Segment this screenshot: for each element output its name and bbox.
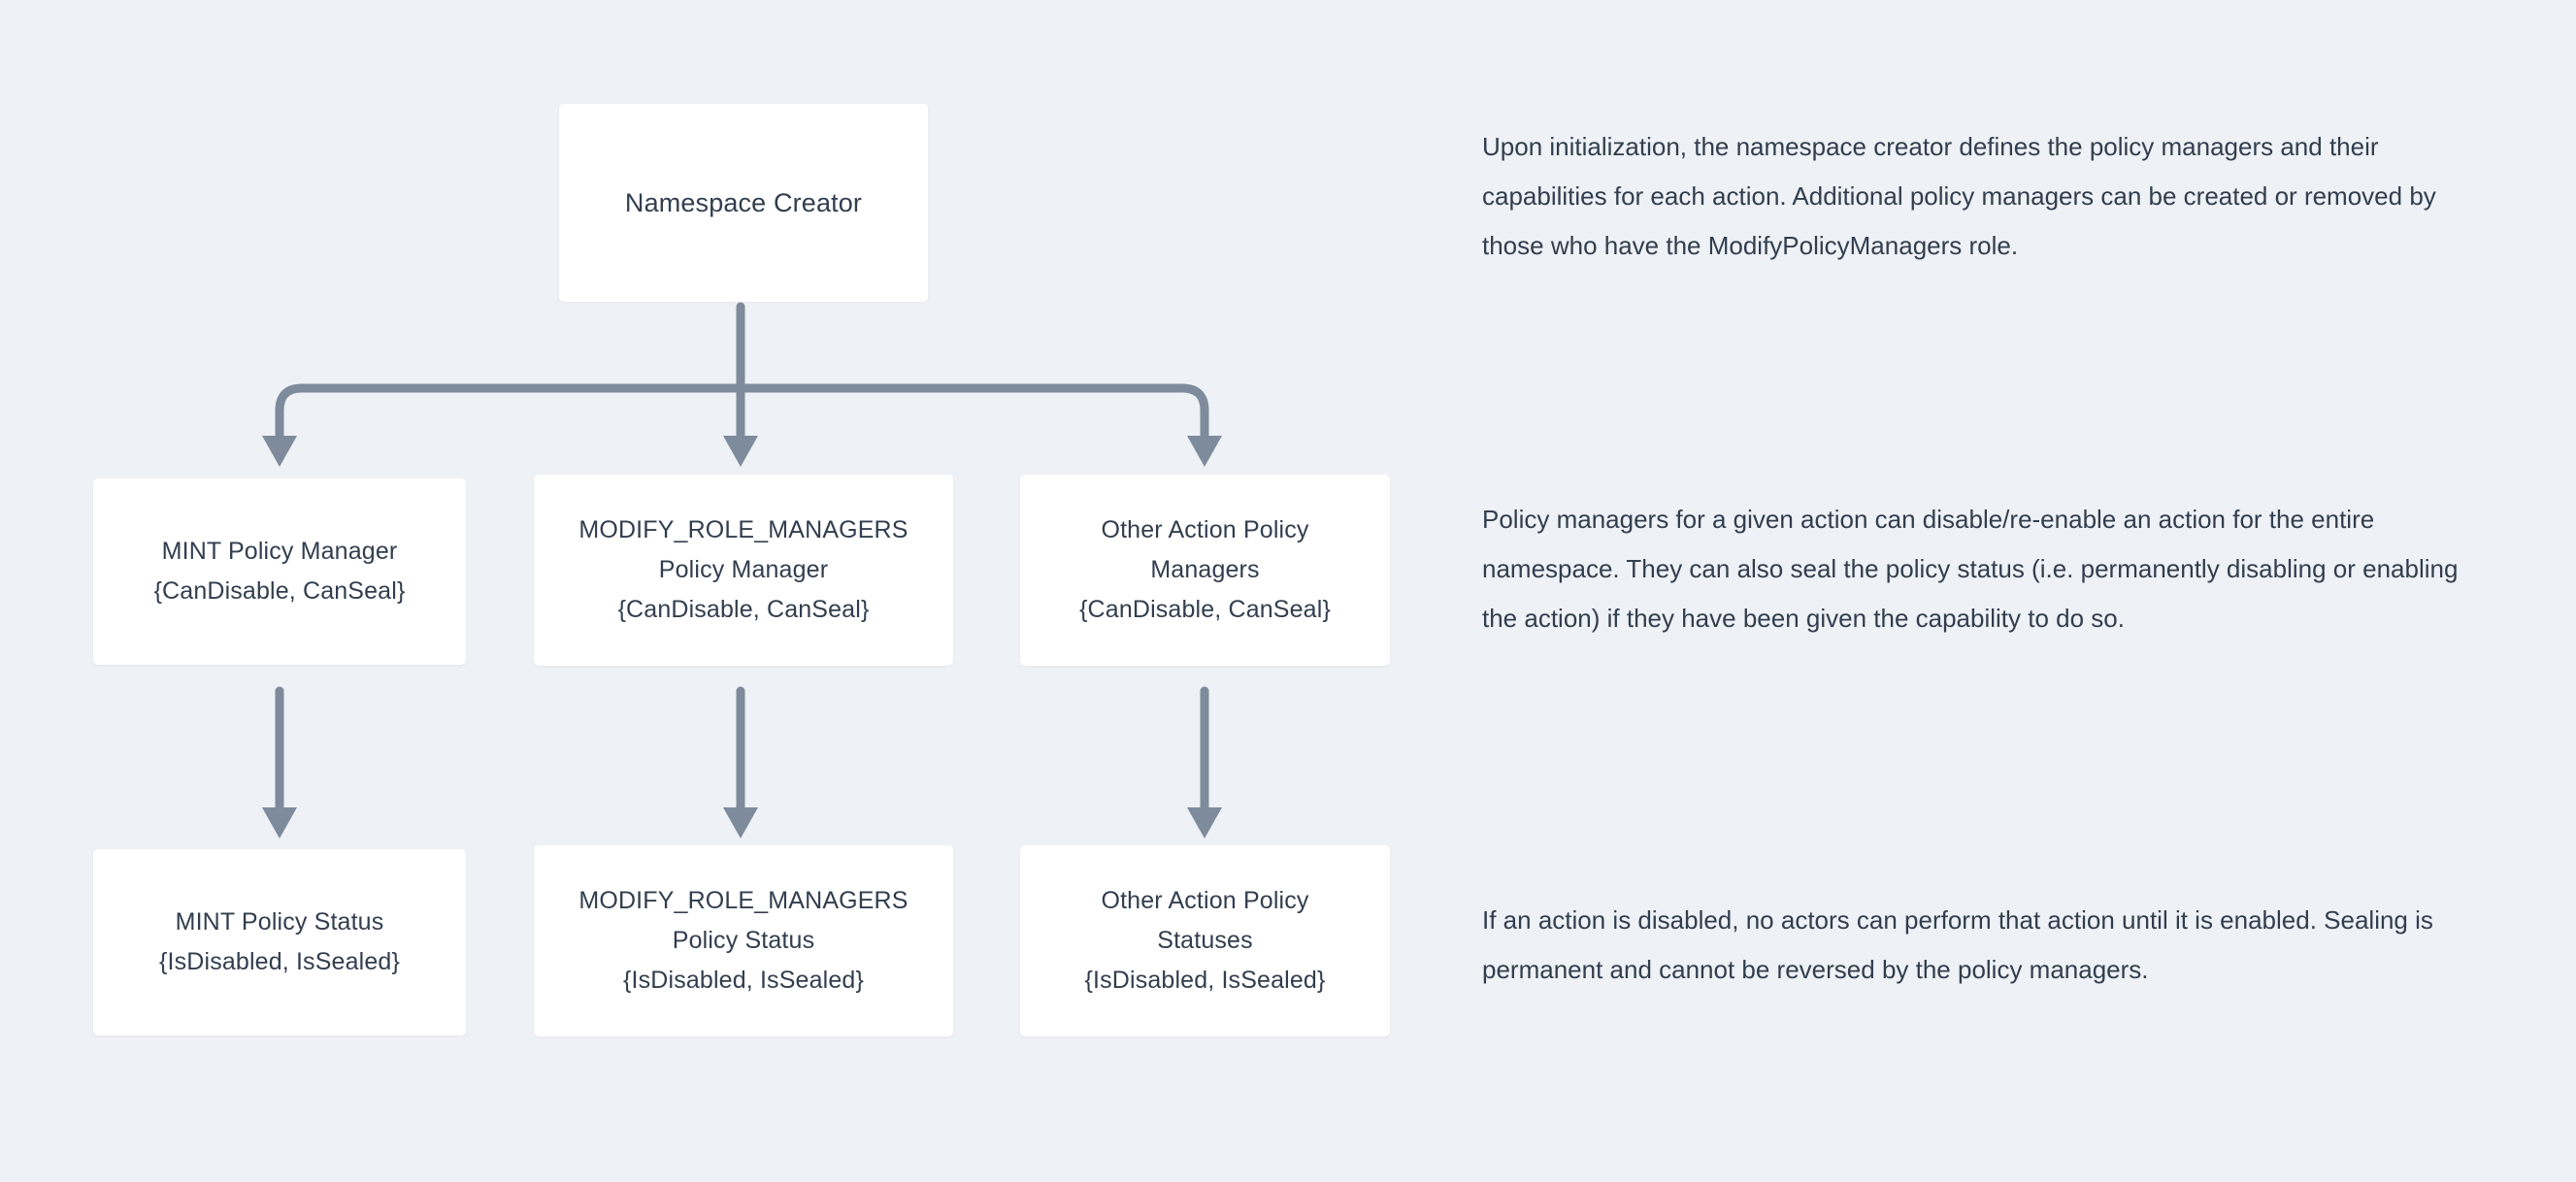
arrowhead-to-modify-role-managers-policy-manager (723, 436, 758, 467)
node-mint-policy-manager-label: MINT Policy Manager {CanDisable, CanSeal… (153, 538, 406, 605)
annotation-initialization: Upon initialization, the namespace creat… (1482, 132, 2436, 260)
node-other-action-policy-statuses[interactable]: Other Action Policy Statuses {IsDisabled… (1020, 845, 1390, 1036)
node-namespace-creator-label: Namespace Creator (624, 187, 863, 217)
arrowhead-to-other-action-policy-statuses (1187, 807, 1222, 838)
arrowhead-to-mint-policy-manager (262, 436, 297, 467)
arrowhead-to-modify-role-managers-policy-status (723, 807, 758, 838)
node-other-action-policy-statuses-label: Other Action Policy Statuses {IsDisabled… (1084, 887, 1326, 994)
node-namespace-creator[interactable]: Namespace Creator (559, 104, 928, 302)
node-other-action-policy-managers-label: Other Action Policy Managers {CanDisable… (1079, 516, 1331, 623)
annotation-capabilities: Policy managers for a given action can d… (1482, 505, 2459, 633)
node-mint-policy-status-label: MINT Policy Status {IsDisabled, IsSealed… (159, 908, 400, 975)
node-modify-role-managers-policy-manager[interactable]: MODIFY_ROLE_MANAGERS Policy Manager {Can… (534, 475, 953, 666)
edge-root-to-mint-policy-manager (275, 383, 745, 441)
edge-root-to-other-action-policy-managers (736, 383, 1209, 441)
node-mint-policy-status[interactable]: MINT Policy Status {IsDisabled, IsSealed… (93, 849, 466, 1035)
node-modify-role-managers-policy-status-label: MODIFY_ROLE_MANAGERS Policy Status {IsDi… (578, 887, 908, 994)
node-modify-role-managers-policy-status[interactable]: MODIFY_ROLE_MANAGERS Policy Status {IsDi… (534, 845, 953, 1036)
node-mint-policy-manager[interactable]: MINT Policy Manager {CanDisable, CanSeal… (93, 478, 466, 665)
arrowhead-to-other-action-policy-managers (1187, 436, 1222, 467)
annotation-disabled-behavior: If an action is disabled, no actors can … (1482, 905, 2433, 984)
node-other-action-policy-managers[interactable]: Other Action Policy Managers {CanDisable… (1020, 475, 1390, 666)
arrowhead-to-mint-policy-status (262, 807, 297, 838)
node-modify-role-managers-policy-manager-label: MODIFY_ROLE_MANAGERS Policy Manager {Can… (578, 516, 908, 623)
